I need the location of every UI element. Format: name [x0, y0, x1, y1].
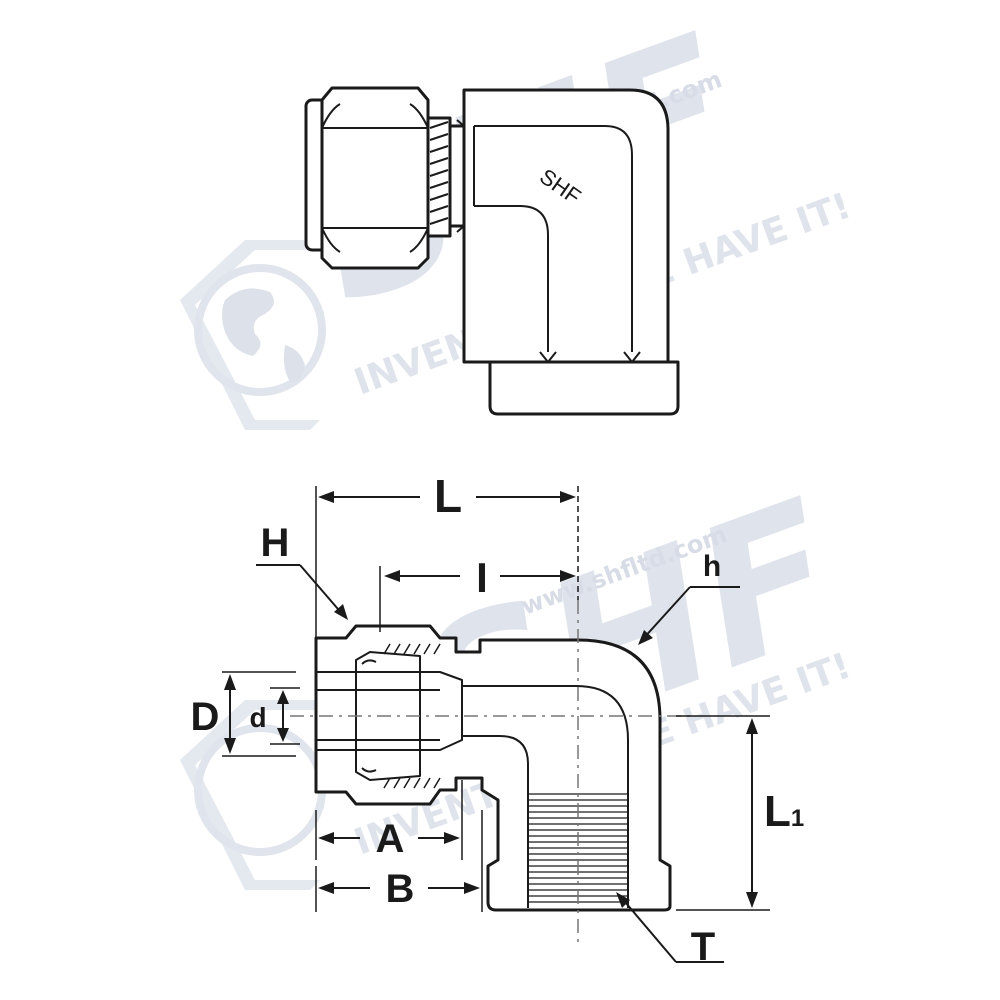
dimension-A: A: [315, 780, 463, 861]
ferrule-front: [361, 659, 377, 773]
body-collar: [448, 124, 466, 228]
fitting-section-view: [314, 624, 672, 912]
dim-label-T: T: [691, 925, 715, 969]
thread-lines: [429, 121, 449, 225]
dim-label-L1: L1: [764, 787, 804, 836]
watermark-hexagon-top: [180, 240, 330, 430]
globe-continents-icon: [222, 288, 305, 383]
dimension-I: I: [379, 554, 576, 632]
dim-label-A: A: [376, 817, 405, 861]
dimension-L1: L1: [676, 715, 804, 911]
dim-label-d: d: [249, 702, 266, 733]
socket-end: [488, 360, 680, 416]
dim-label-h: h: [703, 550, 721, 583]
dimension-B: B: [315, 810, 483, 912]
centerlines: [290, 600, 690, 945]
dim-label-D: D: [191, 695, 220, 739]
dimension-D: D: [191, 671, 296, 757]
elbow-flow-path: [462, 685, 629, 790]
dimension-H: H: [256, 521, 348, 620]
dim-label-L1-main: L: [764, 787, 791, 836]
socket-chamfer: [539, 351, 641, 363]
elbow-inner-contour: [474, 125, 633, 352]
hex-nut: [320, 86, 430, 270]
dim-label-L: L: [434, 470, 462, 522]
fitting-exterior-view: SHF: [304, 86, 680, 416]
dim-label-H: H: [261, 521, 290, 565]
globe-icon: [194, 264, 326, 396]
dimension-T: T: [616, 892, 724, 969]
globe-icon-bottom: [194, 724, 326, 856]
dimension-h: h: [638, 550, 740, 645]
watermark-hexagon-bottom: [180, 700, 330, 890]
section-outline: [314, 624, 672, 912]
dim-label-L1-subscript: 1: [791, 805, 804, 832]
dimension-d: d: [249, 687, 300, 745]
dimensions: L I H h: [191, 470, 805, 969]
elbow-body: [462, 88, 670, 364]
dim-label-I: I: [476, 554, 488, 601]
dim-label-B: B: [386, 867, 415, 911]
ferrule: [355, 651, 421, 781]
nut-thread-lines: [383, 643, 441, 789]
dimension-L: L: [315, 470, 579, 640]
